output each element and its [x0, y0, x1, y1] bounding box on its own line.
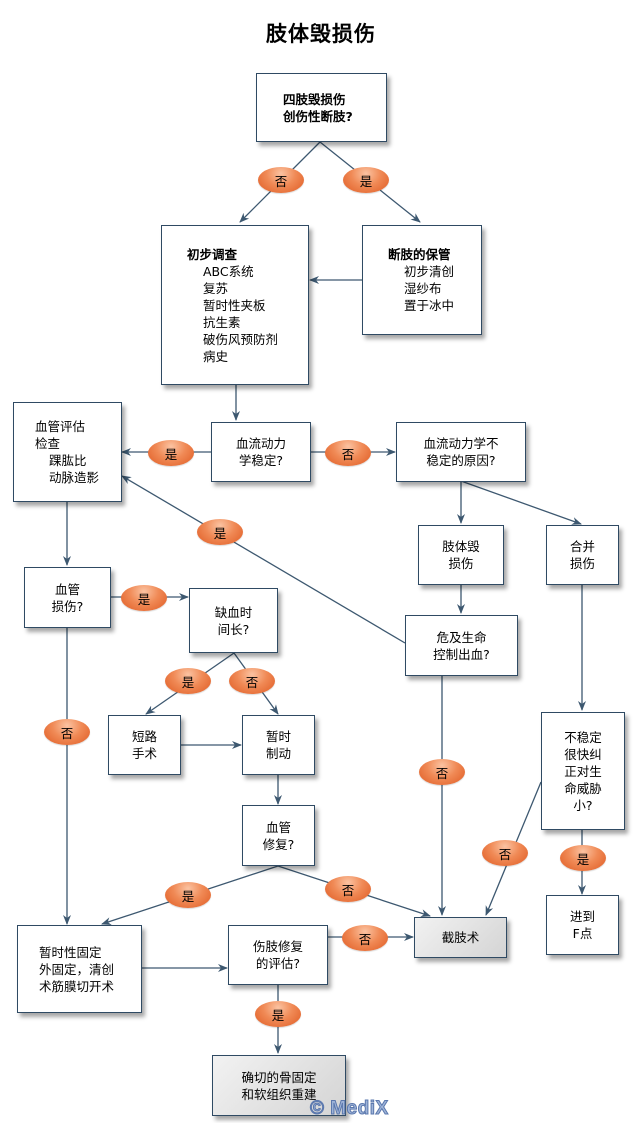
node-amputated-limb-care: 断肢的保管 初步清创 湿纱布 置于冰中 [362, 225, 482, 335]
primary-survey-heading: 初步调查 [187, 246, 238, 262]
label-yes: 是 [148, 440, 194, 466]
node-vessel-repair: 血管 修复? [242, 805, 315, 866]
node-hemodynamic-stable: 血流动力 学稳定? [211, 422, 311, 482]
label-no: 否 [482, 840, 528, 866]
label-no: 否 [325, 876, 371, 902]
node-unstable-quick: 不稳定 很快纠 正对生 命威胁 小? [541, 712, 625, 830]
watermark: © MediX [310, 1098, 389, 1120]
label-no: 否 [44, 719, 90, 745]
node-goto-f: 进到 F点 [546, 895, 619, 955]
node-amputation: 截肢术 [414, 917, 507, 958]
edge-cause-to-associated [460, 480, 582, 525]
node-associated-injury: 合并 损伤 [546, 525, 619, 585]
label-no: 否 [258, 167, 304, 193]
node-temp-hemostasis: 暂时 制动 [242, 715, 315, 775]
label-no: 否 [342, 925, 388, 951]
label-yes: 是 [165, 882, 211, 908]
label-yes: 是 [560, 845, 606, 871]
node-vascular-injury: 血管 损伤? [24, 567, 111, 628]
node-long-ischemia: 缺血时 间长? [189, 588, 278, 653]
node-bypass: 短路 手术 [108, 715, 181, 775]
label-yes: 是 [343, 167, 389, 193]
label-yes: 是 [121, 585, 167, 611]
label-no: 否 [419, 759, 465, 785]
node-instability-cause: 血流动力学不 稳定的原因? [396, 422, 526, 482]
label-yes: 是 [255, 1001, 301, 1027]
node-primary-survey: 初步调查 ABC系统 复苏 暂时性夹板 抗生素 破伤风预防剂 病史 [161, 225, 309, 385]
node-definitive-reconstruction: 确切的骨固定 和软组织重建 [212, 1055, 346, 1116]
node-mangled-limb: 肢体毁 损伤 [418, 525, 504, 585]
label-no: 否 [325, 440, 371, 466]
node-salvage-eval: 伤肢修复 的评估? [228, 925, 328, 985]
edge-life-to-vascular [121, 475, 406, 644]
label-no: 否 [229, 668, 275, 694]
node-vascular-assessment: 血管评估 检查 踝肱比 动脉造影 [13, 402, 122, 502]
label-yes: 是 [165, 668, 211, 694]
node-life-threat-bleeding: 危及生命 控制出血? [405, 615, 518, 676]
label-yes: 是 [197, 519, 243, 545]
node-start: 四肢毁损伤 创伤性断肢? [256, 73, 387, 142]
node-temp-fixation: 暂时性固定 外固定，清创 术筋膜切开术 [17, 925, 142, 1013]
diagram-title: 肢体毁损伤 [266, 22, 376, 46]
